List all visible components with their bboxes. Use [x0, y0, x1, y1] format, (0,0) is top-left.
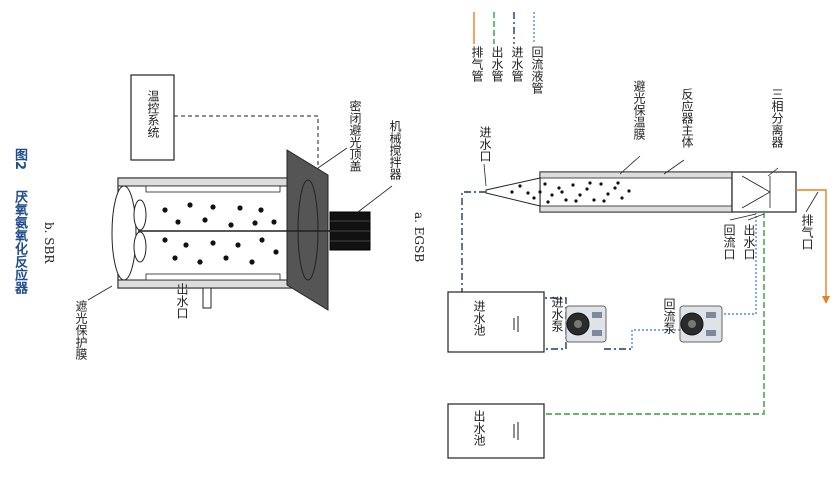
leader-film — [619, 155, 641, 175]
sbr-outlet-tube — [202, 287, 212, 309]
stirrer-blade-top — [133, 199, 147, 231]
inlet-pump — [565, 305, 607, 343]
figure-caption-title: 厌氧氨氧化反应器 — [12, 190, 27, 294]
egsb-sludge-bed — [510, 181, 631, 204]
label-gas-outlet: 排气口 — [800, 214, 814, 250]
leader-protective-film — [87, 285, 113, 301]
outlet-tank — [447, 403, 545, 459]
subfigure-label-a: a. EGSB — [412, 212, 426, 263]
leader-inlet — [483, 163, 487, 187]
label-inlet-pump: 进水泵 — [550, 296, 564, 332]
egsb-body-shell — [539, 171, 733, 213]
sbr-sealed-cover — [286, 149, 329, 311]
leader-sealed-cover — [317, 147, 348, 169]
leader-reflux-port — [729, 213, 757, 221]
sbr-end-ellipse — [111, 185, 137, 281]
three-phase-separator — [731, 171, 797, 213]
temp-control-box — [130, 74, 175, 161]
leader-separator — [767, 167, 779, 177]
inlet-pipe — [461, 191, 566, 350]
leader-gas-outlet — [805, 191, 819, 213]
label-sbr-outlet: 出水口 — [175, 283, 189, 319]
label-reflux-pump: 回流泵 — [662, 298, 676, 334]
subfigure-label-b: b. SBR — [42, 222, 56, 264]
sbr-bottom-wall — [117, 279, 309, 289]
egsb-diagram — [447, 12, 830, 459]
reflux-pipe-to-inlet — [631, 329, 680, 349]
legend-label-outlet: 出水管 — [490, 46, 504, 82]
figure-caption-number: 图2 — [12, 148, 27, 171]
sbr-granules — [162, 202, 279, 265]
leader-outlet-port — [747, 213, 765, 221]
exhaust-arrow — [822, 296, 830, 304]
label-stirrer: 机械搅拌器 — [388, 120, 402, 180]
label-reactor-body: 反应器主体 — [680, 88, 694, 148]
label-sealed-cover: 密闭避光顶盖 — [348, 100, 362, 172]
sbr-inner-tube-bottom — [145, 273, 281, 281]
label-insulation-film: 避光保温膜 — [632, 80, 646, 140]
stirrer-blade-bottom — [133, 231, 147, 263]
reflux-pump — [679, 305, 723, 343]
sbr-cover-ring — [297, 179, 319, 281]
label-outlet-tank: 出水池 — [472, 410, 486, 446]
sbr-top-wall — [117, 177, 309, 187]
sbr-outer-wall — [117, 177, 309, 289]
label-reflux-port: 回流口 — [722, 224, 736, 260]
sbr-inner-tube-top — [145, 185, 281, 193]
egsb-body-bottom-wall — [539, 205, 733, 213]
label-water-inlet: 进水口 — [478, 126, 492, 162]
legend-label-exhaust: 排气管 — [470, 46, 484, 82]
reflux-pipe — [722, 212, 757, 315]
leader-stirrer — [357, 185, 393, 213]
label-protective-film: 遮光保护膜 — [74, 300, 88, 360]
legend-label-inlet: 进水管 — [510, 46, 524, 82]
legend-label-reflux: 回流液管 — [530, 46, 544, 94]
leader-body — [663, 159, 685, 175]
inlet-tank — [447, 291, 545, 353]
sbr-diagram — [87, 74, 393, 311]
label-three-phase-separator: 三相分离器 — [770, 88, 784, 148]
label-inlet-tank: 进水池 — [472, 300, 486, 336]
label-egsb-outlet: 出水口 — [742, 224, 756, 260]
exhaust-pipe — [796, 189, 827, 298]
egsb-body-top-wall — [539, 171, 733, 179]
label-temp-control: 温控系统 — [146, 90, 160, 138]
outlet-pipe — [512, 212, 765, 415]
